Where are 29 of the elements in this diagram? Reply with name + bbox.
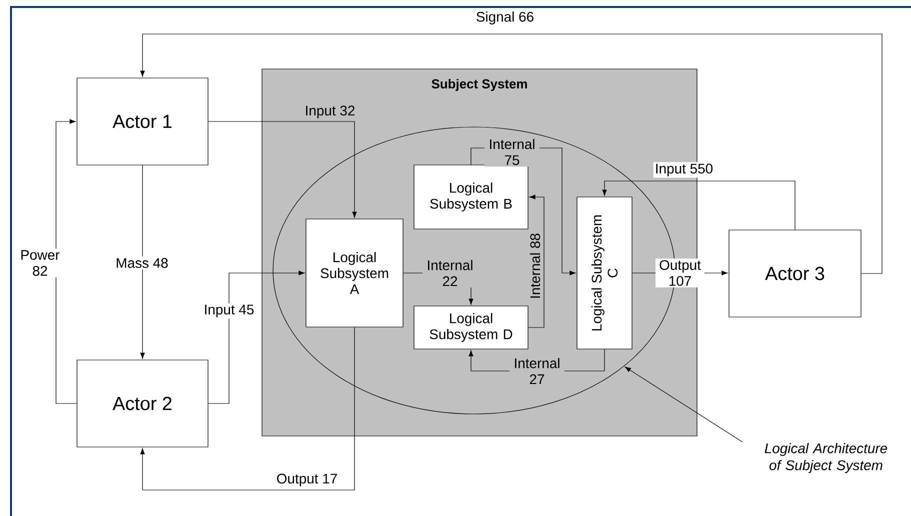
edge-label: Mass 48 — [114, 256, 170, 270]
subsystem-box: Logical Subsystem A — [306, 218, 404, 328]
edge-label: Internal 75 — [484, 137, 540, 167]
arrow — [602, 180, 796, 230]
edge-label: Input 45 — [202, 303, 256, 319]
edge-label: Input 32 — [306, 106, 354, 118]
edge-label: Internal 22 — [422, 258, 478, 288]
actor-box: Actor 1 — [76, 78, 208, 166]
subsystem-box: Logical Subsystem B — [414, 164, 528, 230]
subsystem-box: Logical Subsystem D — [414, 306, 528, 350]
arrow — [528, 194, 544, 328]
edge-label: Power 82 — [16, 248, 64, 278]
arrow — [140, 34, 882, 274]
edge-label: Internal 27 — [510, 356, 564, 386]
arrow — [140, 165, 145, 359]
edge-label: Output 17 — [277, 474, 337, 486]
edge-label: Internal 88 — [528, 232, 542, 300]
leader-line — [624, 366, 743, 442]
subsystem-box: Logical Subsystem C — [576, 196, 632, 350]
arrow — [56, 119, 77, 404]
actor-box: Actor 3 — [728, 230, 862, 318]
callout-text: Logical Architecture of Subject System — [764, 443, 888, 473]
actor-box: Actor 2 — [76, 360, 208, 448]
edge-label: Output 107 — [656, 258, 704, 288]
arrow — [208, 270, 305, 404]
arrow — [208, 121, 357, 218]
edge-label: Input 550 — [653, 162, 715, 178]
arrow — [140, 327, 355, 490]
edge-label: Signal 66 — [476, 12, 534, 24]
